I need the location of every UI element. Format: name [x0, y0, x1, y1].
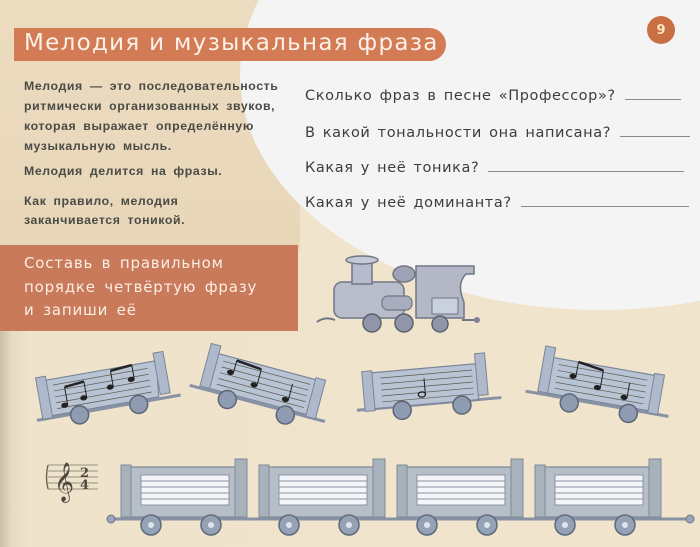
definition-line: Как правило, мелодия — [24, 194, 179, 208]
question-text: В какой тональности она написана? — [305, 125, 611, 141]
treble-clef-icon: 𝄞 — [54, 462, 74, 503]
scattered-wagon-4[interactable] — [525, 345, 673, 424]
definition-line: заканчивается тоникой. — [24, 213, 186, 227]
task-line: и запиши её — [24, 301, 137, 319]
empty-wagon-2 — [258, 458, 386, 536]
definition-line: Мелодия делится на фразы. — [24, 164, 223, 178]
task-banner — [0, 245, 298, 331]
question-1: Сколько фраз в песне «Профессор»? — [305, 88, 681, 104]
treble-clef-staff: 𝄞 2 4 — [45, 462, 98, 503]
task-line: порядке четвёртую фразу — [24, 277, 258, 296]
scattered-wagon-2[interactable] — [189, 342, 332, 425]
definition-line: ритмически организованных звуков, — [24, 99, 276, 113]
answer-field-2[interactable] — [620, 135, 691, 137]
empty-wagon-3 — [396, 458, 524, 536]
question-2: В какой тональности она написана? — [305, 125, 691, 141]
definition-line: Мелодия — это последовательность — [24, 79, 279, 93]
scattered-wagon-3[interactable] — [355, 352, 502, 421]
answer-field-4[interactable] — [520, 205, 689, 207]
question-text: Какая у неё тоника? — [305, 160, 480, 176]
time-signature-top: 2 — [80, 466, 89, 481]
answer-field-1[interactable] — [624, 98, 681, 100]
question-4: Какая у неё доминанта? — [305, 195, 689, 211]
question-text: Какая у неё доминанта? — [305, 195, 512, 211]
page-number: 9 — [656, 22, 666, 38]
question-text: Сколько фраз в песне «Профессор»? — [305, 88, 616, 104]
time-signature-bottom: 4 — [80, 478, 89, 493]
locomotive-icon — [316, 255, 480, 333]
answer-train — [106, 458, 695, 536]
page-number-badge: 9 — [647, 16, 675, 44]
task-instructions: Составь в правильном порядке четвёртую ф… — [24, 252, 257, 323]
title-banner — [14, 28, 446, 61]
page-title: Мелодия и музыкальная фраза — [24, 30, 439, 56]
task-line: Составь в правильном — [24, 254, 224, 272]
definition-line: музыкальную мысль. — [24, 139, 172, 153]
scattered-wagon-1[interactable] — [30, 350, 181, 425]
definition-line: которая выражает определённую — [24, 119, 254, 133]
answer-field-3[interactable] — [488, 170, 685, 172]
empty-wagon-1 — [120, 458, 248, 536]
empty-wagon-4 — [534, 458, 662, 536]
question-3: Какая у неё тоника? — [305, 160, 685, 176]
